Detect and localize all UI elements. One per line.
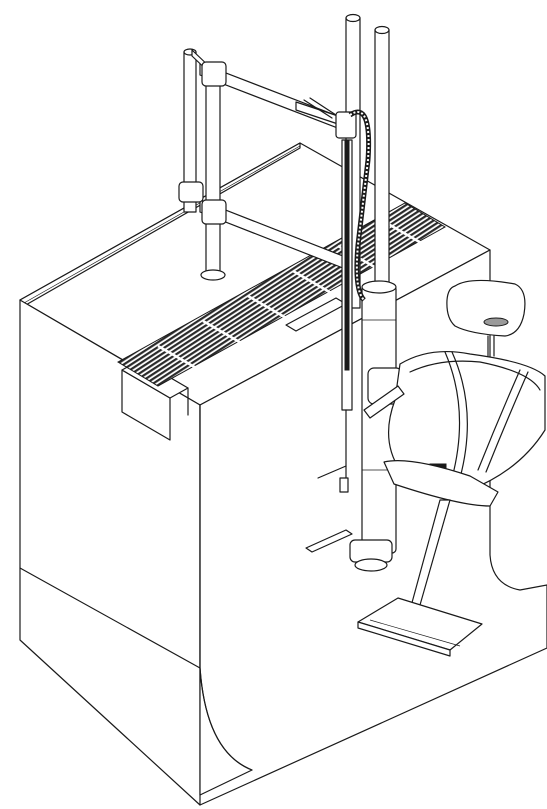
seat-strap-right (477, 369, 521, 471)
mast-front-tube (374, 29, 390, 289)
side-peg (317, 465, 347, 479)
headrest-badge (483, 317, 509, 327)
actuator-head (335, 111, 357, 139)
lift-seat (357, 279, 546, 657)
lift-mast (285, 13, 403, 572)
drain-grate (116, 202, 447, 387)
seat-strap-left (444, 351, 461, 479)
rail-base-flange (200, 269, 226, 281)
headrest (446, 279, 526, 337)
boom-handle (303, 97, 337, 119)
upper-clamp (201, 61, 227, 87)
deck-base-left (19, 567, 201, 806)
seat-pan (383, 460, 499, 507)
armrest (363, 385, 405, 419)
grate-strip (116, 202, 447, 387)
lower-clamp (201, 199, 227, 225)
front-post (205, 71, 221, 273)
